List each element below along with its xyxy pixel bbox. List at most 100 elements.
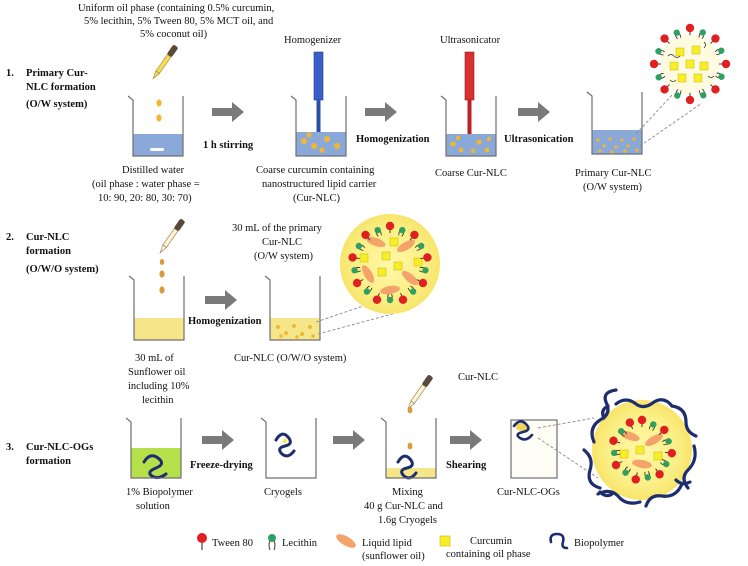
section-2-title-line-1: Cur-NLC — [26, 232, 69, 243]
beaker-cur-nlc-ogs — [510, 419, 558, 479]
homogenizer-label: Homogenizer — [284, 35, 342, 46]
curcumin-oil-icon — [439, 535, 451, 547]
section-1-title-line-1: Primary Cur- — [26, 68, 88, 79]
caption-coarse-3: (Cur-NLC) — [293, 193, 341, 204]
caption-coarse-1: Coarse curcumin containing — [256, 165, 375, 176]
dropper-icon — [152, 45, 178, 80]
section-2-title-line-3: (O/W/O system) — [26, 264, 99, 275]
beaker-biopolymer-solution — [125, 417, 182, 480]
oil-phase-note-line-3: 5% coconut oil) — [140, 29, 208, 40]
row3-captions: 1% Biopolymer solution Cryogels Mixing 4… — [126, 487, 560, 526]
legend-label-liquid-lipid-1: Liquid lipid — [362, 538, 413, 549]
section-3-title-line-1: Cur-NLC-OGs — [26, 442, 93, 453]
tween80-icon — [197, 533, 207, 550]
caption-sunflower-2: Sunflower oil — [128, 367, 186, 378]
falling-nlc-drops — [159, 259, 165, 294]
caption-primary-1: Primary Cur-NLC — [575, 168, 652, 179]
section-2-number: 2. — [6, 232, 14, 243]
section-2-title-line-2: formation — [26, 246, 71, 257]
caption-coarse-cur-nlc: Coarse Cur-NLC — [435, 168, 507, 179]
step-label-freeze-drying: Freeze-drying — [190, 460, 254, 471]
caption-sunflower-3: including 10% — [128, 381, 190, 392]
caption-biopolymer-2: solution — [136, 501, 171, 512]
caption-sunflower-1: 30 mL of — [135, 353, 174, 364]
beaker-cryogels — [260, 417, 317, 479]
section-1-label: 1. Primary Cur- NLC formation (O/W syste… — [6, 68, 96, 110]
zoom-line — [639, 102, 703, 147]
caption-coarse-2: nanostructured lipid carrier — [262, 179, 377, 190]
caption-distilled-water-1: Distilled water — [122, 165, 185, 176]
biopolymer-icon — [549, 532, 569, 550]
arrow-mixing — [333, 430, 365, 450]
section-3-title-line-2: formation — [26, 456, 71, 467]
section-1-title-line-2: NLC formation — [26, 82, 96, 93]
oil-phase-note-line-2: 5% lecithin, 5% Tween 80, 5% MCT oil, an… — [84, 16, 274, 27]
legend-label-curcumin-2: containing oil phase — [446, 549, 531, 560]
oil-phase-note: Uniform oil phase (containing 0.5% curcu… — [78, 3, 274, 40]
beaker-distilled-water — [127, 95, 184, 157]
ultrasonicator-label: Ultrasonicator — [440, 35, 501, 46]
legend-label-biopolymer: Biopolymer — [574, 538, 625, 549]
section-3-number: 3. — [6, 442, 14, 453]
section-2-label: 2. Cur-NLC formation (O/W/O system) — [6, 232, 99, 275]
arrow-stirring — [212, 102, 244, 122]
beaker-sunflower-oil — [128, 275, 185, 341]
dropper-label-cur-nlc: Cur-NLC — [458, 372, 498, 383]
added-note-1: 30 mL of the primary — [232, 223, 323, 234]
arrow-shearing — [450, 430, 482, 450]
legend: Tween 80 Lecithin Liquid lipid (sunflowe… — [197, 532, 625, 562]
caption-mixing-2: 40 g Cur-NLC and — [364, 501, 444, 512]
caption-cur-nlc-ogs: Cur-NLC-OGs — [497, 487, 560, 498]
row2-captions: 30 mL of Sunflower oil including 10% lec… — [128, 353, 347, 406]
caption-mixing-3: 1.6g Cryogels — [378, 515, 437, 526]
zoom-line — [635, 94, 673, 135]
section-1-number: 1. — [6, 68, 14, 79]
legend-label-liquid-lipid-2: (sunflower oil) — [362, 551, 425, 562]
beaker-coarse-cur-nlc — [440, 95, 497, 157]
caption-distilled-water-3: 10: 90, 20: 80, 30: 70) — [98, 193, 192, 204]
step-label-stirring: 1 h stirring — [203, 140, 254, 151]
arrow-freeze-drying — [202, 430, 234, 450]
caption-distilled-water-2: (oil phase : water phase = — [92, 179, 200, 190]
step-label-shearing: Shearing — [446, 460, 487, 471]
falling-oil-drops — [156, 99, 162, 122]
caption-mixing-1: Mixing — [392, 487, 424, 498]
oil-phase-note-line-1: Uniform oil phase (containing 0.5% curcu… — [78, 3, 274, 14]
zoom-line — [537, 417, 595, 429]
caption-cur-nlc-owo: Cur-NLC (O/W/O system) — [234, 353, 347, 364]
zoom-line — [317, 312, 397, 335]
beaker-mixing — [380, 417, 437, 480]
dropper-icon-3 — [407, 375, 433, 410]
primary-nlc-particle — [649, 23, 731, 105]
arrow-ultrasonication — [518, 102, 550, 122]
row1-captions: Distilled water (oil phase : water phase… — [92, 165, 652, 204]
section-1-title-line-3: (O/W system) — [26, 99, 88, 110]
cur-nlc-og-particle — [582, 388, 698, 508]
cur-nlc-owo-particle — [340, 214, 440, 314]
section-3-label: 3. Cur-NLC-OGs formation — [6, 442, 93, 467]
caption-primary-2: (O/W system) — [583, 182, 643, 193]
beaker-cur-nlc-owo — [264, 275, 321, 341]
caption-sunflower-4: lecithin — [142, 395, 174, 406]
lecithin-icon — [268, 534, 276, 551]
arrow-homogenization-2 — [205, 290, 237, 310]
added-note-2: Cur-NLC — [262, 237, 302, 248]
step-label-homogenization-2: Homogenization — [188, 316, 262, 327]
step-label-ultrasonication: Ultrasonication — [504, 134, 574, 145]
ultrasonicator-icon — [464, 51, 475, 140]
caption-cryogels: Cryogels — [264, 487, 302, 498]
dropper-icon-2 — [159, 219, 185, 254]
added-note-3: (O/W system) — [254, 251, 314, 262]
caption-biopolymer-1: 1% Biopolymer — [126, 487, 193, 498]
beaker-primary-cur-nlc — [586, 91, 643, 155]
legend-label-tween80: Tween 80 — [212, 538, 253, 549]
beaker-coarse-nlc — [290, 95, 347, 157]
falling-nlc-drops-3 — [407, 406, 413, 450]
zoom-line — [537, 437, 599, 479]
legend-label-lecithin: Lecithin — [282, 538, 318, 549]
step-label-homogenization-1: Homogenization — [356, 134, 430, 145]
liquid-lipid-icon — [336, 534, 356, 548]
homogenizer-icon — [313, 51, 324, 140]
